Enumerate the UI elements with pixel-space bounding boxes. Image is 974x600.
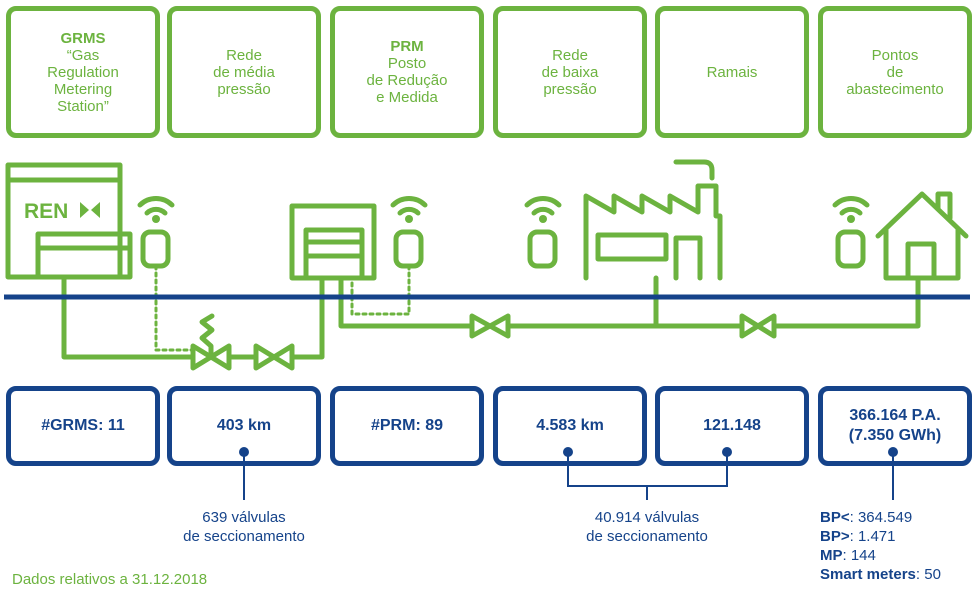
box-pontos-line2: de — [886, 63, 904, 81]
meter-icon-2 — [393, 229, 424, 269]
supply-mp: MP: 144 — [820, 547, 876, 564]
box-rede-media-line1: Rede — [226, 46, 262, 64]
stat-media-km: 403 km — [167, 386, 321, 466]
wifi-icon-2 — [390, 196, 428, 216]
prm-station-icon — [289, 203, 377, 281]
note-mid-pressure-valves: 639 válvulas de seccionamento — [160, 508, 328, 546]
box-grms-line2: Regulation — [47, 63, 119, 81]
house-icon — [875, 191, 969, 281]
box-prm-title: PRM — [390, 38, 424, 55]
wifi-icon-1 — [137, 196, 175, 216]
ren-logo-icon — [80, 202, 100, 218]
wifi-icon-3 — [524, 196, 562, 216]
box-grms: GRMS “Gas Regulation Metering Station” — [6, 6, 160, 138]
box-rede-media: Rede de média pressão — [167, 6, 321, 138]
valve-icon-3 — [469, 313, 511, 339]
box-prm-line2: de Redução — [366, 72, 448, 89]
box-rede-media-line3: pressão — [217, 80, 271, 98]
box-grms-line1: “Gas — [66, 46, 100, 64]
box-pontos-line1: Pontos — [871, 46, 919, 64]
stat-media-km-value: 403 km — [216, 417, 272, 434]
box-rede-baixa-line2: de baixa — [541, 63, 599, 81]
box-rede-baixa: Rede de baixa pressão — [493, 6, 647, 138]
pipe-prm-low — [338, 275, 921, 329]
ren-logo-text: REN — [24, 200, 68, 223]
stat-grms: #GRMS: 11 — [6, 386, 160, 466]
box-rede-baixa-line1: Rede — [552, 46, 588, 64]
supply-bp-low: BP<: 364.549 — [820, 509, 913, 526]
box-prm: PRM Posto de Redução e Medida — [330, 6, 484, 138]
box-ramais-line1: Ramais — [706, 63, 758, 81]
footer-date-note: Dados relativos a 31.12.2018 — [12, 571, 208, 588]
valve-icon-4 — [739, 313, 777, 339]
box-pontos-line3: abastecimento — [846, 80, 944, 98]
stat-baixa-km: 4.583 km — [493, 386, 647, 466]
stat-pontos-line1: 366.164 P.A. — [849, 407, 941, 424]
wifi-icon-4 — [832, 196, 870, 216]
stat-prm: #PRM: 89 — [330, 386, 484, 466]
box-ramais: Ramais — [655, 6, 809, 138]
stat-ramais: 121.148 — [655, 386, 809, 466]
note-supply-points: BP<: 364.549 BP>: 1.471 MP: 144 Smart me… — [820, 508, 970, 584]
box-rede-media-line2: de média — [213, 63, 275, 81]
meter-icon-1 — [140, 229, 171, 269]
relief-valve-icon — [199, 313, 215, 360]
note-mid-line1: 639 válvulas — [202, 509, 286, 526]
meter-link-1 — [154, 264, 202, 352]
box-grms-line4: Station” — [57, 97, 109, 115]
box-grms-line3: Metering — [53, 80, 113, 98]
stat-pontos: 366.164 P.A. (7.350 GWh) — [818, 386, 972, 466]
supply-bp-high: BP>: 1.471 — [820, 528, 896, 545]
note-mid-line2: de seccionamento — [183, 528, 305, 545]
meter-icon-3 — [527, 229, 558, 269]
valve-icon-2 — [253, 343, 295, 371]
box-pontos: Pontos de abastecimento — [818, 6, 972, 138]
note-low-line1: 40.914 válvulas — [594, 509, 700, 526]
stat-pontos-line2: (7.350 GWh) — [848, 427, 942, 444]
box-grms-title: GRMS — [60, 29, 106, 47]
supply-smart-meters: Smart meters: 50 — [820, 566, 941, 583]
box-prm-line3: e Medida — [376, 89, 438, 106]
valve-icon-1 — [190, 343, 232, 371]
note-low-pressure-valves: 40.914 válvulas de seccionamento — [562, 508, 732, 546]
factory-icon — [583, 159, 723, 281]
meter-icon-4 — [835, 229, 866, 269]
stat-ramais-value: 121.148 — [703, 417, 761, 434]
box-rede-baixa-line3: pressão — [543, 80, 597, 98]
stat-baixa-km-value: 4.583 km — [536, 417, 604, 434]
note-low-line2: de seccionamento — [586, 528, 708, 545]
stat-prm-value: #PRM: 89 — [370, 417, 444, 434]
box-prm-line1: Posto — [387, 55, 427, 72]
stat-grms-value: #GRMS: 11 — [41, 417, 125, 434]
